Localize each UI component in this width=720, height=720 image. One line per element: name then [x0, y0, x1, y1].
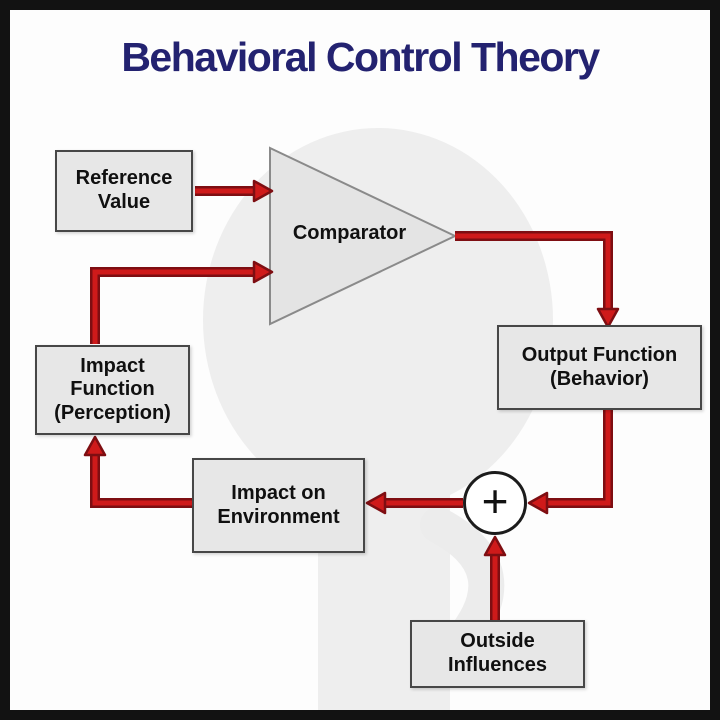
arrowheads: [83, 179, 620, 557]
node-output-function: Output Function (Behavior): [497, 325, 702, 410]
summing-junction: +: [463, 471, 527, 535]
arrowhead-into-sum-bottom: [483, 535, 507, 557]
arrowhead-into-comparator-bottom: [252, 260, 274, 284]
node-impact-on-environment: Impact on Environment: [192, 458, 365, 553]
arrowhead-into-output: [596, 307, 620, 329]
arrow-perception-to-comparator: [92, 269, 253, 344]
arrow-shafts: [92, 188, 611, 620]
arrow-output-to-sum: [546, 410, 611, 506]
node-impact-function-perception: Impact Function (Perception): [35, 345, 190, 435]
arrowhead-into-comparator-top: [252, 179, 274, 203]
diagram-title: Behavioral Control Theory: [121, 34, 600, 80]
comparator-triangle: [269, 146, 458, 326]
arrow-comparator-to-output: [455, 233, 611, 310]
node-outside-influences: Outside Influences: [410, 620, 585, 688]
arrow-environment-to-perception: [92, 454, 192, 506]
node-reference-value: Reference Value: [55, 150, 193, 232]
node-comparator-label: Comparator: [292, 222, 407, 244]
arrowhead-into-sum-left: [527, 491, 549, 515]
arrowhead-into-environment: [365, 491, 387, 515]
arrowhead-into-perception: [83, 435, 107, 457]
